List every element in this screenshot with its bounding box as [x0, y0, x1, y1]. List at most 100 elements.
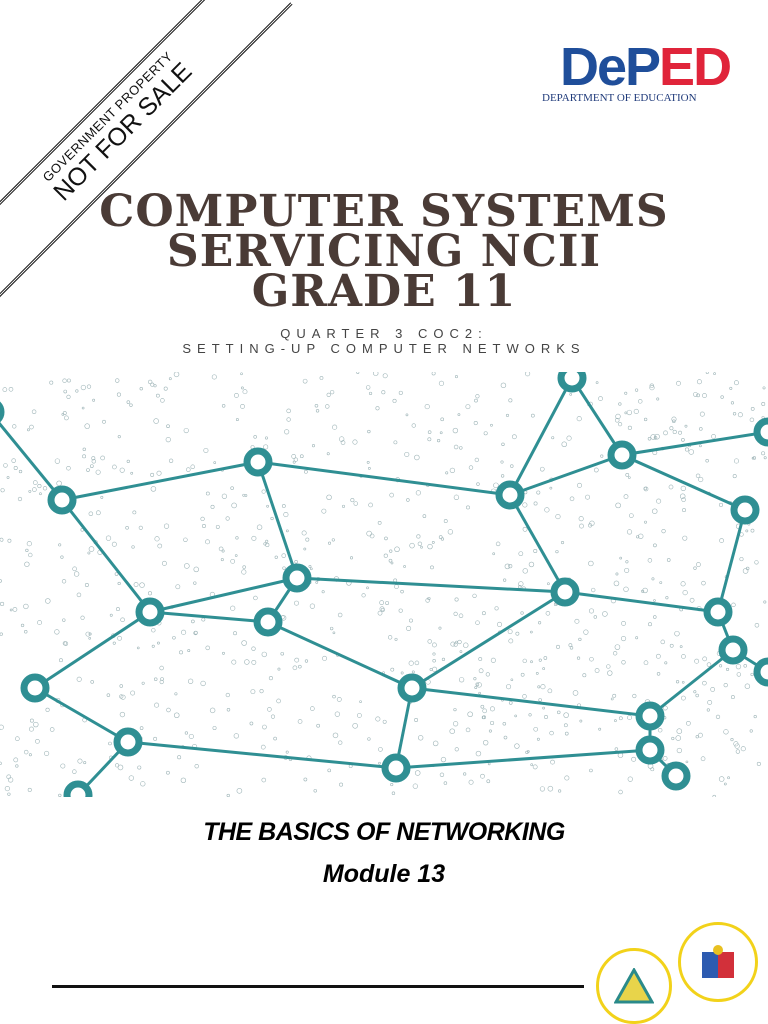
- mesh-dot: [86, 384, 92, 389]
- network-node: [135, 597, 165, 627]
- mesh-dot: [711, 434, 716, 439]
- mesh-dot: [449, 467, 456, 474]
- mesh-dot: [316, 723, 321, 728]
- mesh-dot: [0, 761, 2, 766]
- mesh-dot: [332, 694, 336, 699]
- mesh-dot: [391, 791, 396, 795]
- mesh-dot: [200, 680, 206, 687]
- mesh-dot: [153, 418, 159, 424]
- mesh-dot: [389, 549, 393, 553]
- mesh-dot: [193, 581, 197, 585]
- mesh-dot: [315, 581, 319, 584]
- mesh-dot: [63, 389, 68, 394]
- mesh-dot: [583, 629, 589, 635]
- mesh-dot: [177, 755, 182, 760]
- mesh-dot: [735, 663, 742, 670]
- mesh-dot: [309, 603, 316, 609]
- network-link: [395, 748, 651, 770]
- mesh-dot: [400, 589, 404, 594]
- network-node: [381, 753, 411, 783]
- mesh-dot: [200, 516, 205, 522]
- mesh-dot: [740, 746, 746, 752]
- mesh-dot: [457, 639, 462, 645]
- mesh-dot: [474, 686, 478, 689]
- mesh-dot: [87, 551, 91, 555]
- mesh-dot: [159, 665, 164, 671]
- mesh-dot: [400, 671, 404, 675]
- mesh-dot: [95, 510, 101, 516]
- quarter-subtitle: QUARTER 3 COC2: SETTING-UP COMPUTER NETW…: [0, 326, 768, 356]
- mesh-dot: [678, 430, 682, 435]
- mesh-dot: [749, 417, 755, 423]
- mesh-dot: [579, 523, 584, 529]
- mesh-dot: [538, 658, 542, 662]
- mesh-dot: [588, 608, 594, 614]
- mesh-dot: [125, 526, 129, 530]
- mesh-dot: [153, 384, 157, 388]
- mesh-dot: [54, 629, 60, 635]
- mesh-dot: [557, 710, 561, 715]
- mesh-dot: [62, 378, 67, 383]
- network-node: [607, 440, 637, 470]
- mesh-dot: [508, 638, 514, 644]
- mesh-dot: [154, 702, 160, 708]
- mesh-dot: [253, 595, 258, 601]
- mesh-dot: [612, 651, 618, 656]
- city-seal: [678, 922, 758, 1002]
- mesh-dot: [236, 788, 243, 794]
- mesh-dot: [91, 459, 97, 464]
- mesh-dot: [261, 489, 266, 494]
- mesh-dot: [453, 708, 457, 712]
- mesh-dot: [681, 654, 686, 659]
- network-link: [60, 499, 152, 613]
- mesh-dot: [653, 599, 656, 602]
- mesh-dot: [719, 664, 723, 668]
- mesh-dot: [7, 777, 14, 783]
- mesh-dot: [181, 629, 187, 635]
- mesh-dot: [577, 482, 583, 488]
- network-node: [0, 401, 5, 423]
- mesh-dot: [476, 482, 480, 486]
- mesh-dot: [282, 566, 286, 570]
- mesh-dot: [242, 565, 246, 569]
- mesh-dot: [682, 535, 688, 541]
- mesh-dot: [366, 460, 370, 464]
- mesh-dot: [37, 484, 42, 489]
- mesh-dot: [378, 747, 383, 752]
- mesh-dot: [117, 435, 121, 439]
- mesh-dot: [480, 704, 485, 709]
- mesh-dot: [707, 699, 713, 705]
- mesh-dot: [723, 729, 729, 735]
- mesh-dot: [710, 687, 716, 692]
- mesh-dot: [453, 444, 459, 450]
- mesh-dot: [566, 435, 572, 441]
- mesh-dot: [439, 772, 445, 777]
- mesh-dot: [674, 630, 680, 637]
- mesh-dot: [642, 587, 648, 594]
- mesh-dot: [0, 724, 4, 730]
- mesh-dot: [85, 631, 91, 637]
- mesh-dot: [452, 427, 459, 434]
- mesh-dot: [643, 417, 648, 422]
- shield-emblem-icon: [702, 945, 734, 978]
- mesh-dot: [453, 611, 458, 616]
- mesh-dot: [353, 501, 358, 506]
- mesh-dot: [663, 430, 668, 436]
- mesh-dot: [547, 688, 553, 694]
- mesh-dot: [443, 519, 448, 523]
- mesh-dot: [518, 581, 524, 587]
- mesh-dot: [385, 601, 390, 605]
- mesh-dot: [352, 723, 358, 729]
- mesh-dot: [281, 553, 286, 558]
- mesh-dot: [89, 464, 94, 469]
- mesh-dot: [453, 721, 459, 727]
- mesh-dot: [409, 618, 413, 623]
- mesh-dot: [474, 398, 478, 403]
- mesh-dot: [698, 476, 704, 483]
- mesh-dot: [427, 430, 432, 434]
- mesh-dot: [614, 418, 620, 423]
- mesh-dot: [514, 743, 520, 749]
- mesh-dot: [556, 644, 560, 649]
- mesh-dot: [66, 378, 71, 383]
- mesh-dot: [212, 726, 217, 731]
